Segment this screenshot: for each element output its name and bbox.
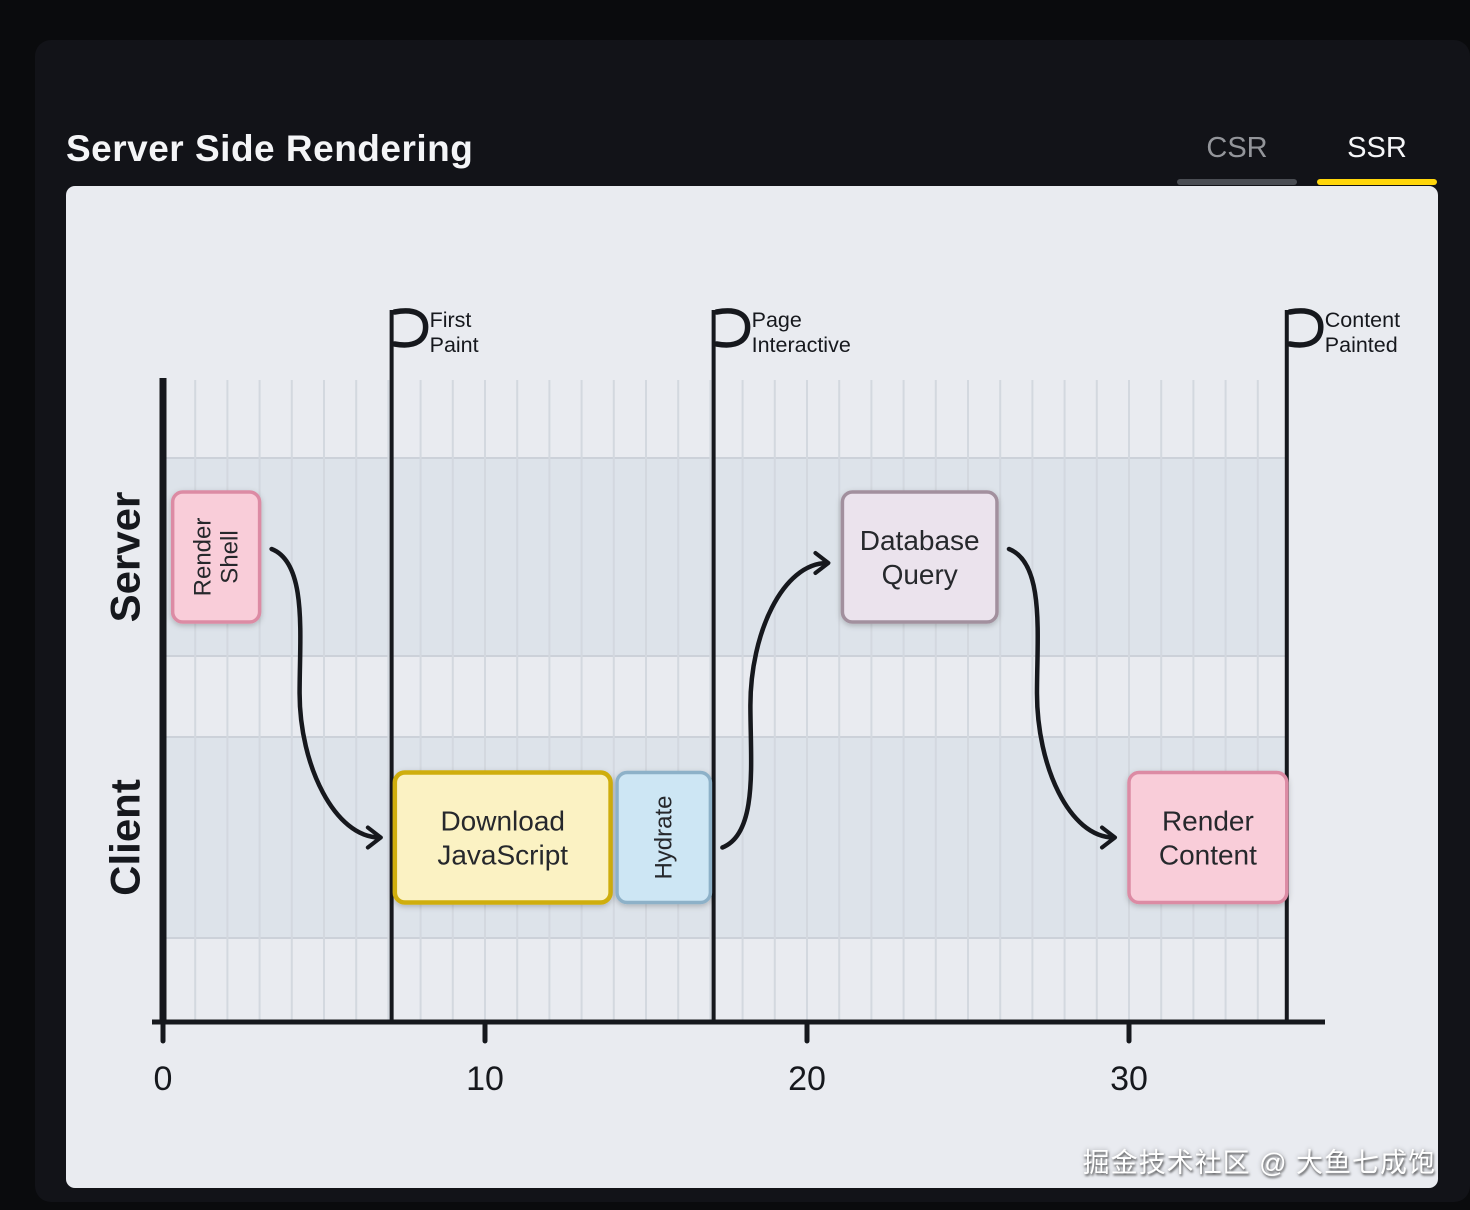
flag-icon: [391, 308, 429, 348]
x-tick-label-0: 0: [154, 1060, 173, 1098]
task-box: [840, 490, 999, 624]
task-hydrate: Hydrate: [615, 770, 713, 905]
task-label: RenderShell: [189, 518, 243, 597]
x-tick-label-10: 10: [466, 1060, 504, 1098]
horizontal-gridlines: [163, 457, 1287, 939]
vertical-gridlines: [194, 380, 1259, 1022]
x-tick-label-20: 20: [788, 1060, 826, 1098]
task-box: [1127, 770, 1289, 905]
tab-csr[interactable]: CSR: [1177, 132, 1297, 185]
arrow-hydrate-to-database-query: [720, 551, 831, 850]
tab-ssr[interactable]: SSR: [1317, 132, 1437, 185]
tab-underline: [1177, 179, 1297, 185]
task-box: [615, 770, 713, 905]
page-title: Server Side Rendering: [66, 128, 474, 169]
arrow-database-query-to-render-content: [1006, 546, 1117, 850]
row-band-client: [163, 737, 1287, 938]
row-label-server: Server: [102, 492, 149, 623]
tab-label: CSR: [1206, 132, 1268, 164]
task-render-shell: RenderShell: [170, 490, 262, 624]
tab-label: SSR: [1347, 132, 1407, 164]
row-band-server: [163, 458, 1287, 656]
flag-icon: [1287, 308, 1324, 348]
flag-icon: [713, 308, 751, 348]
arrow-render-shell-to-download-javascript: [269, 546, 383, 850]
tab-underline: [1317, 179, 1437, 185]
task-box: [392, 770, 613, 905]
task-box: [170, 490, 262, 624]
task-label: Hydrate: [650, 795, 677, 879]
watermark: 掘金技术社区 @ 大鱼七成饱: [1082, 1148, 1436, 1178]
render-mode-tabs: CSR SSR: [1177, 132, 1437, 185]
row-label-client: Client: [102, 779, 149, 896]
x-tick-label-30: 30: [1110, 1060, 1148, 1098]
